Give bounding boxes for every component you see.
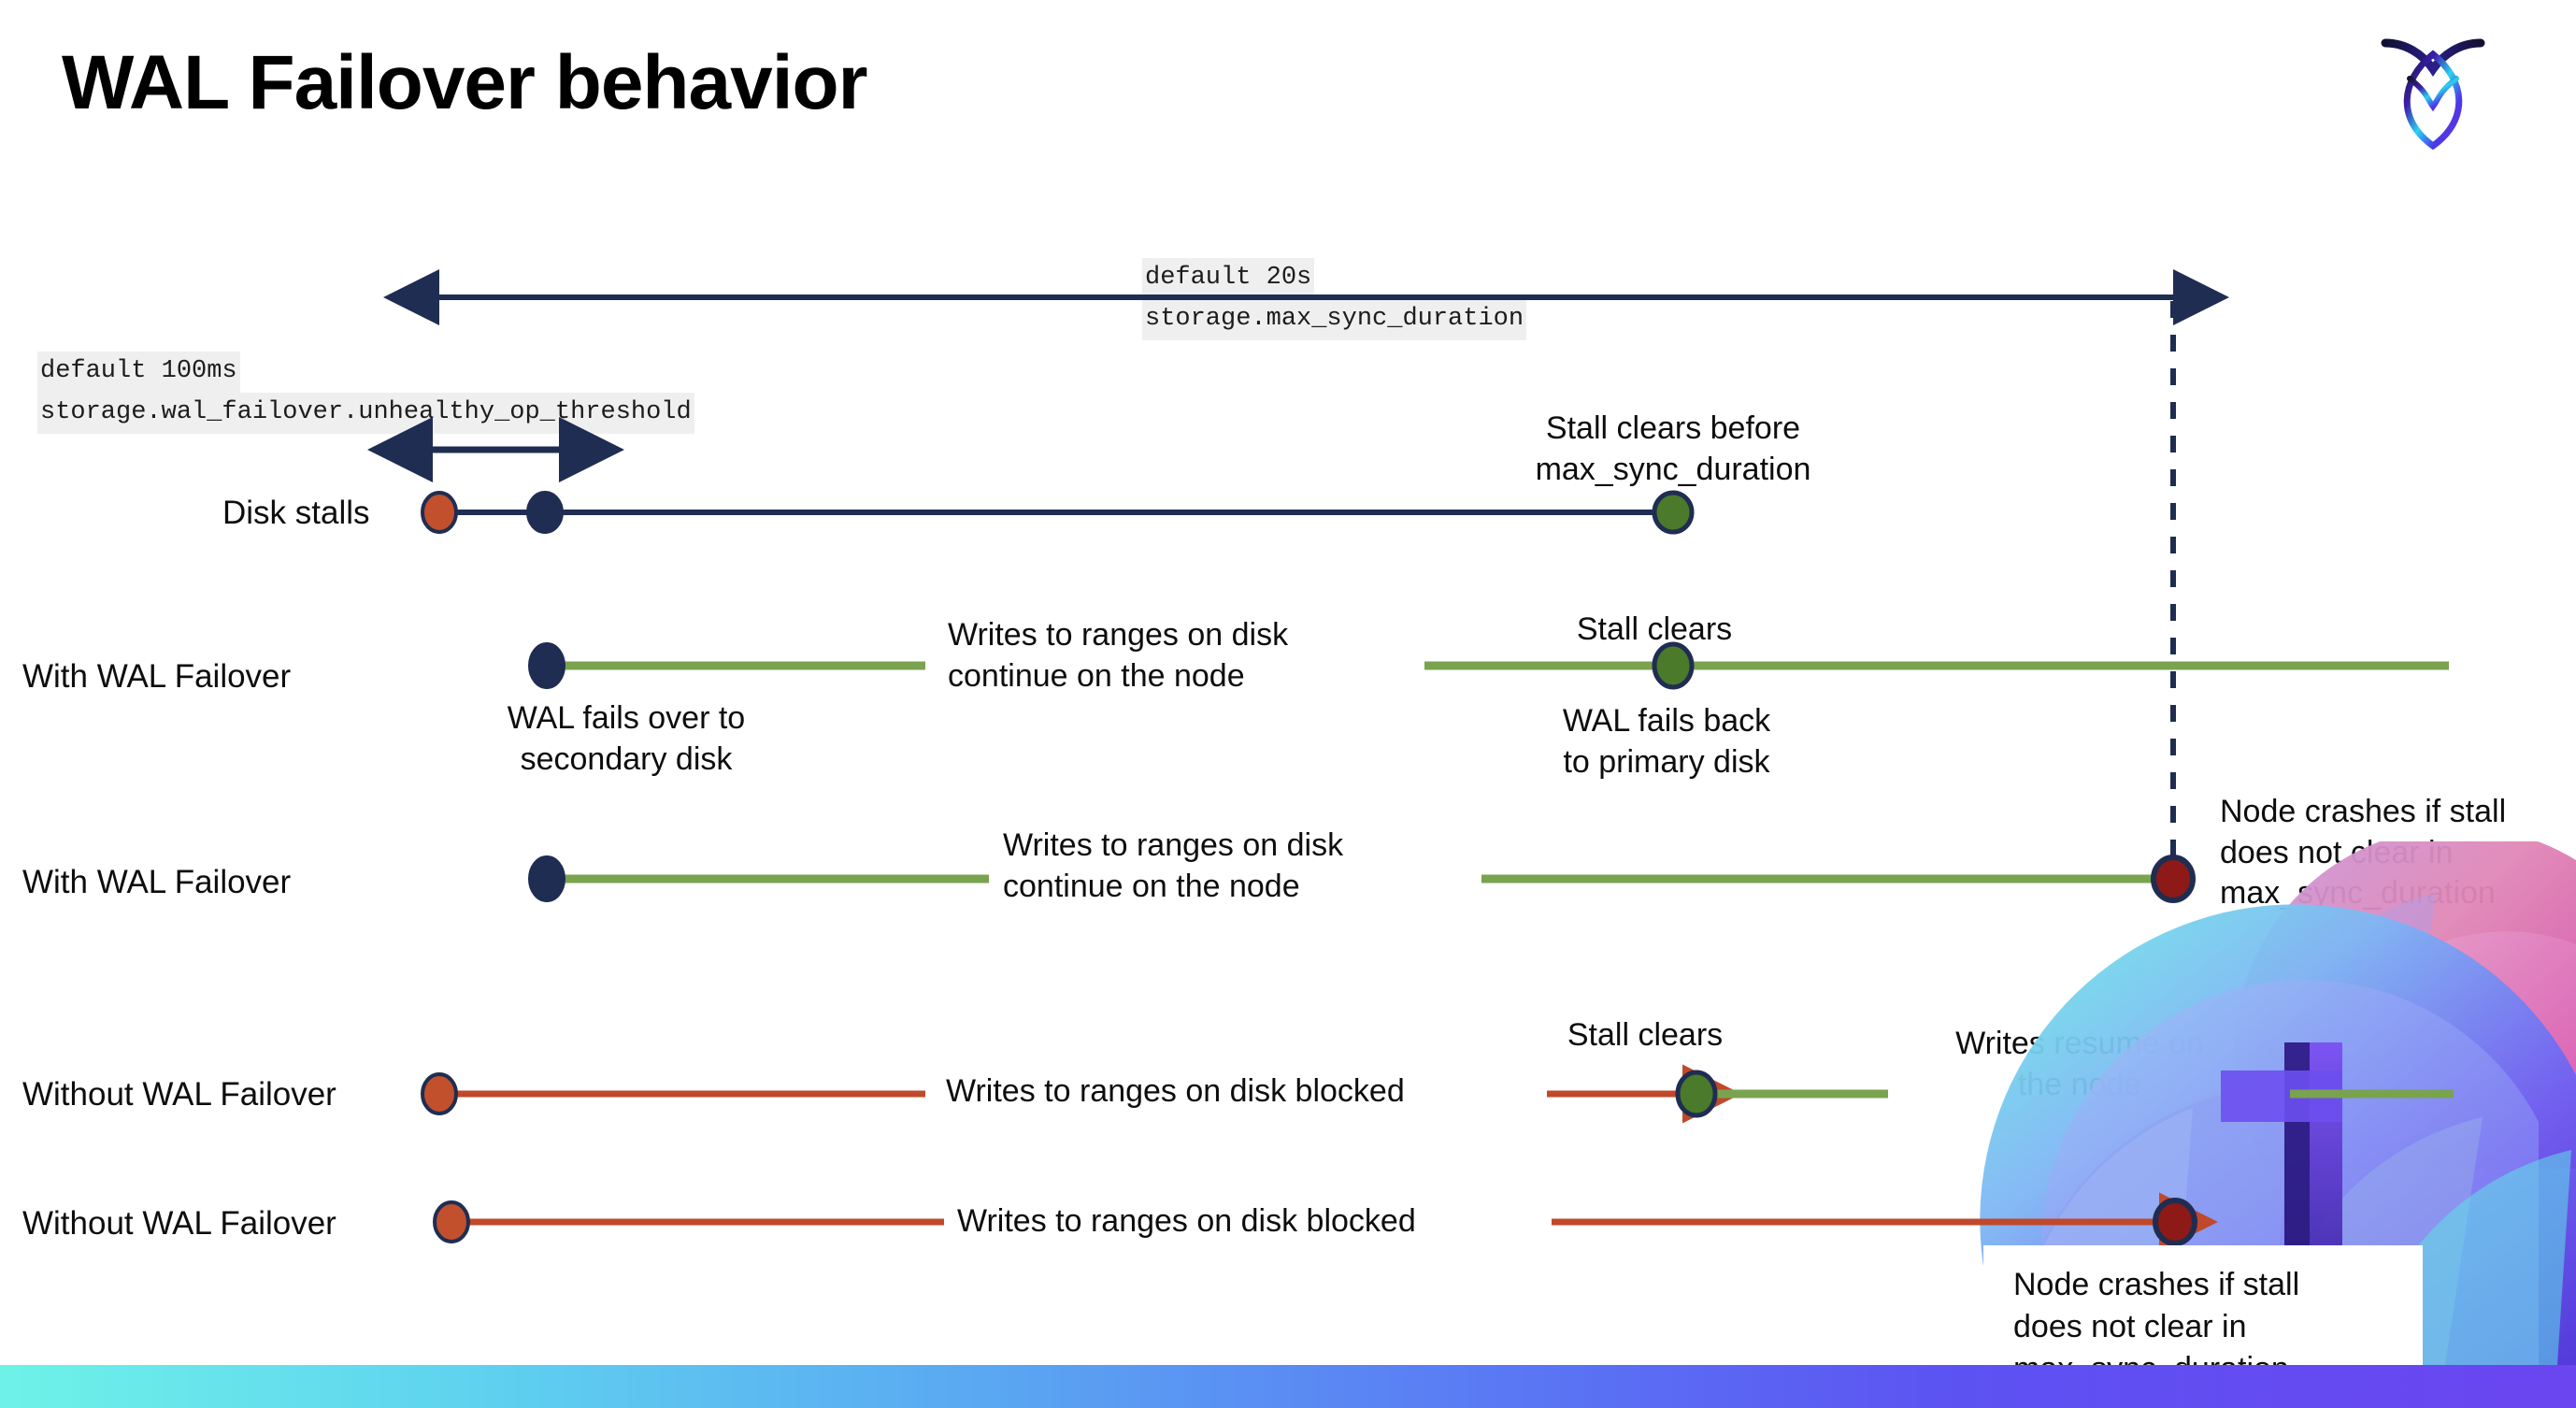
- row-label-without-wal-failover-1: Without WAL Failover: [22, 1076, 336, 1113]
- bottom-gradient-bar: [0, 1365, 2576, 1408]
- timeline-with-wal-failover-2: [528, 855, 2196, 903]
- unhealthy-op-default-text: default 100ms: [37, 352, 240, 393]
- dot-node-crash-1: [2151, 855, 2196, 903]
- dot-stall-start-2: [421, 1072, 458, 1115]
- dot-stall-start: [421, 491, 458, 534]
- caption-wal-fails-over: WAL fails over to secondary disk: [507, 700, 746, 777]
- dot-failover-trigger: [526, 491, 564, 534]
- timeline-with-wal-failover-1: [528, 641, 2449, 690]
- dot-stall-start-3: [433, 1200, 470, 1243]
- timeline-disk-stalls: [421, 490, 1695, 535]
- timeline-without-wal-failover-1: [421, 1064, 2454, 1124]
- page-title: WAL Failover behavior: [62, 40, 868, 125]
- unhealthy-op-threshold-annotation: default 100ms storage.wal_failover.unhea…: [37, 352, 694, 434]
- caption-writes-blocked-1: Writes to ranges on disk blocked: [946, 1073, 1405, 1109]
- row-label-disk-stalls: Disk stalls: [222, 495, 370, 531]
- row-label-without-wal-failover-2: Without WAL Failover: [22, 1205, 336, 1242]
- caption-writes-continue-1: Writes to ranges on disk continue on the…: [948, 617, 1289, 694]
- unhealthy-op-setting-text: storage.wal_failover.unhealthy_op_thresh…: [37, 392, 694, 434]
- dot-stall-clears-1: [1652, 641, 1695, 690]
- caption-stall-clears-1: Stall clears: [1576, 611, 1733, 647]
- row-label-with-wal-failover-2: With WAL Failover: [22, 864, 292, 900]
- timeline-without-wal-failover-2: [433, 1192, 2218, 1252]
- caption-writes-continue-2: Writes to ranges on disk continue on the…: [1003, 827, 1344, 904]
- dot-wal-fails-over: [528, 642, 565, 689]
- dot-node-crash-2: [2153, 1198, 2197, 1246]
- row-label-with-wal-failover-1: With WAL Failover: [22, 658, 292, 695]
- dot-wal-fails-over-2: [528, 855, 565, 902]
- cockroachdb-logo-icon: [2372, 26, 2494, 157]
- caption-stall-clears-2: Stall clears: [1567, 1017, 1724, 1053]
- dot-stall-clears-disk: [1652, 490, 1695, 535]
- caption-wal-fails-back: WAL fails back to primary disk: [1562, 703, 1771, 780]
- dot-stall-clears-2: [1675, 1070, 1718, 1118]
- caption-stall-clears-before: Stall clears before max_sync_duration: [1535, 410, 1811, 487]
- caption-writes-blocked-2: Writes to ranges on disk blocked: [957, 1203, 1416, 1239]
